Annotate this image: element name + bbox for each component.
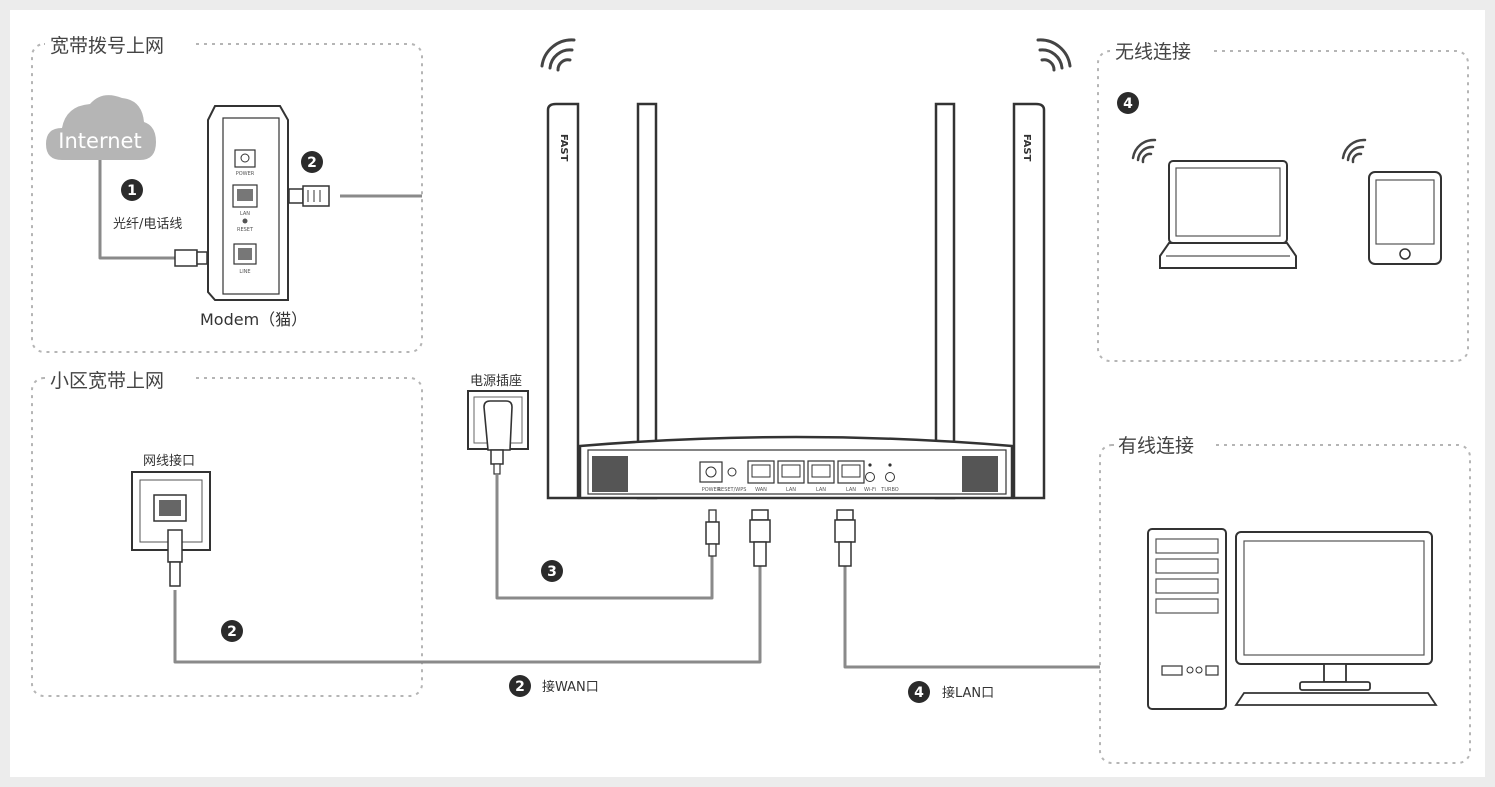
rj45-plug-wan-icon [749,509,771,567]
monitor-icon [1235,531,1433,691]
wall-jack-label: 网线接口 [143,453,195,469]
svg-text:LAN: LAN [846,487,856,493]
step-badge-4-lan: 4 [908,681,930,703]
antenna-brand-right: FAST [1021,134,1032,162]
antenna-brand-left: FAST [558,134,569,162]
router-button-reset-wps: RESET/WPS [718,467,747,493]
dc-power-plug-icon [705,509,720,557]
svg-text:LAN: LAN [786,487,796,493]
desktop-tower-icon [1147,528,1227,710]
router-port-lan-3: LAN [837,460,865,493]
antenna-outer-left: FAST [546,102,580,500]
wifi-signal-laptop-icon [1131,138,1157,164]
cable-wall-to-wan [173,566,762,664]
cables [98,160,1100,669]
section-title-wired: 有线连接 [1118,435,1194,457]
svg-text:Wi-Fi: Wi-Fi [864,487,876,493]
wifi-signal-tablet-icon [1341,138,1367,164]
section-box-community: 小区宽带上网 [31,368,423,697]
section-title-wireless: 无线连接 [1115,41,1191,63]
svg-text:TURBO: TURBO [880,487,899,493]
svg-text:RESET/WPS: RESET/WPS [718,487,747,493]
cable-fiber [98,160,175,260]
svg-text:2: 2 [227,624,237,640]
cable-lan-to-pc [843,566,1100,669]
diagram-canvas: 宽带拨号上网 小区宽带上网 无线连接 有线连接 Internet 1 光纤/电话… [31,34,1471,764]
tablet-icon [1368,171,1442,265]
antenna-inner-right [934,102,956,500]
svg-text:2: 2 [515,679,525,695]
svg-text:3: 3 [547,564,557,580]
antenna-outer-right: FAST [1012,102,1046,500]
internet-label: Internet [58,129,141,153]
power-socket-icon [467,390,529,475]
step-badge-2-wan: 2 [509,675,531,697]
section-title-dialup: 宽带拨号上网 [50,35,164,57]
power-socket-label: 电源插座 [470,374,522,389]
router-port-wan: WAN [747,460,775,493]
router-port-lan-2: LAN [807,460,835,493]
router-button-turbo: TURBO [880,463,899,493]
svg-text:POWER: POWER [702,487,721,493]
internet-cloud-icon: Internet [46,95,156,160]
rj11-plug-icon [174,249,208,267]
antenna-inner-left [636,102,658,500]
step-badge-1: 1 [121,179,143,201]
step-badge-4-wireless: 4 [1117,92,1139,114]
svg-text:4: 4 [914,685,924,701]
section-box-wireless: 无线连接 [1097,40,1469,362]
router-port-lan-1: LAN [777,460,805,493]
section-box-wired: 有线连接 [1099,434,1471,764]
keyboard-icon [1234,692,1438,706]
modem-device: POWER LAN RESET LINE [207,105,289,301]
modem-port-power: POWER [236,171,255,177]
connect-wan-label: 接WAN口 [542,679,599,695]
modem-port-line: LINE [239,269,250,275]
section-title-community: 小区宽带上网 [50,370,164,392]
step-badge-2-wall: 2 [221,620,243,642]
svg-text:4: 4 [1123,96,1133,112]
svg-text:LAN: LAN [816,487,826,493]
fiber-label: 光纤/电话线 [113,217,182,232]
step-badge-2-modem: 2 [301,151,323,173]
router-device: FAST FAST POWER RESET/WPS WAN [546,102,1046,500]
network-setup-diagram: 宽带拨号上网 小区宽带上网 无线连接 有线连接 Internet 1 光纤/电话… [10,10,1485,777]
connect-lan-label: 接LAN口 [942,685,994,701]
laptop-icon [1159,160,1297,269]
step-badge-3: 3 [541,560,563,582]
rj45-plug-modem-icon [288,185,330,207]
modem-port-lan: LAN [240,211,250,217]
modem-label: Modem（猫） [200,310,307,329]
router-port-power: POWER [699,461,723,493]
svg-text:2: 2 [307,155,317,171]
svg-text:WAN: WAN [755,487,767,493]
rj45-plug-lan-icon [834,509,856,567]
wifi-signal-right-icon [1036,38,1072,72]
rj45-plug-wall-icon [167,529,183,587]
section-box-dialup: 宽带拨号上网 [31,34,423,353]
svg-text:1: 1 [127,183,137,199]
wifi-signal-left-icon [540,38,576,72]
cable-power-adapter [495,475,714,600]
modem-port-reset: RESET [237,227,254,233]
router-button-wifi: Wi-Fi [864,463,876,493]
